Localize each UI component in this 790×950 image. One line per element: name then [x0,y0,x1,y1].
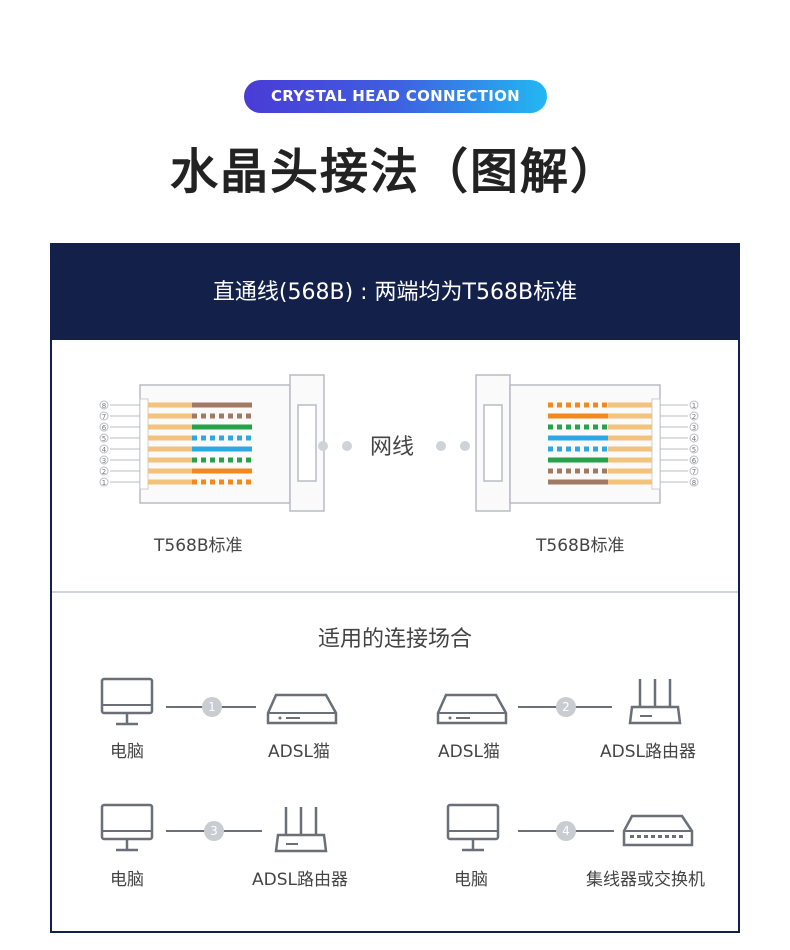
computer-icon [446,803,500,852]
device-label: 电脑 [454,870,488,890]
diagram-panel: 直通线(568B) : 两端均为T568B标准 [50,243,740,933]
left-pin-label: 3 [102,457,106,465]
right-pin-label: 4 [692,435,697,443]
device-label: ADSL猫 [438,742,500,762]
cable-dot [318,441,328,451]
page-title: 水晶头接法（图解） [169,144,620,200]
network-switch-icon [622,814,694,847]
left-pin-label: 5 [102,435,106,443]
adsl-modem-icon [266,693,338,725]
left-standard-label: T568B标准 [154,536,243,556]
right-pin-label: 8 [692,479,696,487]
cable-label: 网线 [370,435,415,460]
right-pin-label: 1 [692,402,696,410]
left-pin-label: 2 [102,468,106,476]
left-pin-label: 6 [102,424,107,432]
device-label: 电脑 [110,742,144,762]
adsl-modem-icon [436,693,508,725]
device-label: ADSL猫 [268,742,330,762]
device-label: 集线器或交换机 [586,870,705,890]
right-pin-label: 6 [692,457,697,465]
router-icon [628,679,682,725]
right-pin-label: 5 [692,446,696,454]
right-pin-label: 7 [692,468,696,476]
left-pin-label: 8 [102,402,106,410]
cable-dot [460,441,470,451]
left-pin-label: 7 [102,413,106,421]
cable-dot [436,441,446,451]
device-label: 电脑 [110,870,144,890]
computer-icon [100,803,154,852]
left-rj45-connector-icon: 8 7 6 5 4 3 2 1 [99,374,325,512]
left-pin-label: 4 [102,446,107,454]
usage-title: 适用的连接场合 [317,627,472,652]
connection-number-badge: 2 [556,697,576,717]
device-label: ADSL路由器 [600,742,696,762]
connection-number-badge: 1 [202,697,222,717]
connection-number-badge: 4 [556,821,576,841]
left-pin-label: 1 [102,479,106,487]
device-label: ADSL路由器 [252,870,348,890]
right-standard-label: T568B标准 [536,536,625,556]
computer-icon [100,677,154,726]
right-pin-label: 2 [692,413,696,421]
panel-heading: 直通线(568B) : 两端均为T568B标准 [52,243,738,340]
right-rj45-connector-icon: 1 2 3 4 5 6 7 8 [475,374,699,512]
connection-number-badge: 3 [204,821,224,841]
right-pin-label: 3 [692,424,696,432]
cable-dot [342,441,352,451]
section-divider [52,591,738,593]
section-badge: CRYSTAL HEAD CONNECTION [244,80,547,113]
router-icon [274,807,328,853]
